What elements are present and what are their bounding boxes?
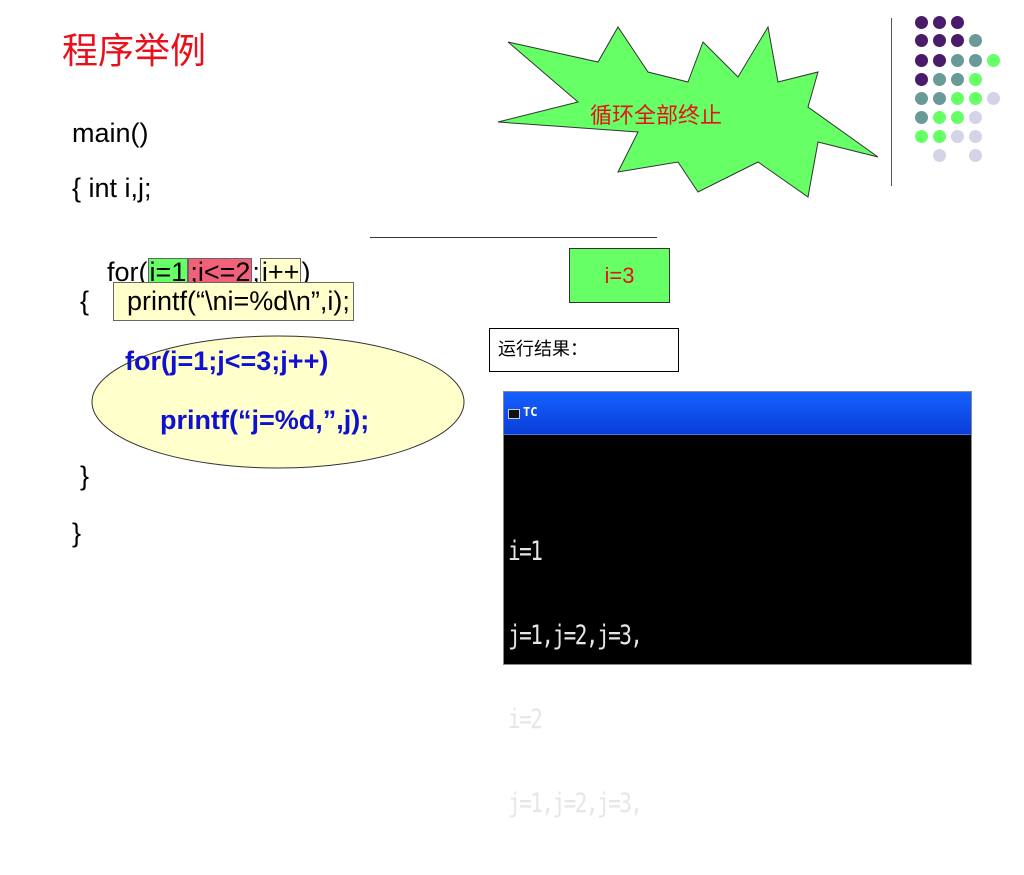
code-line-main: main()	[72, 118, 149, 148]
console-line: i=1	[508, 536, 543, 567]
result-label: 运行结果：	[489, 328, 679, 372]
console-title-bar[interactable]: TC	[504, 392, 971, 435]
console-output: i=1 j=1,j=2,j=3, i=2 j=1,j=2,j=3,	[508, 482, 643, 874]
burst-callout	[497, 25, 879, 198]
for-open-paren: (	[138, 257, 148, 287]
code-inner-for: for(j=1;j<=3;j++)	[125, 346, 329, 376]
code-line-brace-open: {	[80, 286, 90, 316]
i-equals-3-box: i=3	[569, 248, 670, 303]
for-separator: ;	[252, 257, 260, 287]
inner-loop-ellipse	[91, 335, 465, 469]
console-line: i=2	[508, 704, 543, 735]
burst-text: 循环全部终止	[590, 104, 723, 129]
console-line: j=1,j=2,j=3,	[508, 788, 643, 819]
code-inner-printf: printf(“j=%d,”,j);	[160, 405, 370, 435]
divider-line	[891, 18, 892, 186]
console-line: j=1,j=2,j=3,	[508, 620, 643, 651]
console-title: TC	[523, 405, 538, 419]
code-line-outer-for: for(i=1;i<=2;i++)	[92, 231, 310, 287]
code-printf-outer: printf(“\ni=%d\n”,i);	[113, 282, 354, 321]
for-close-paren: )	[301, 257, 311, 287]
slide-title: 程序举例	[62, 31, 207, 72]
console-window: TC i=1 j=1,j=2,j=3, i=2 j=1,j=2,j=3,	[503, 391, 972, 818]
for-keyword: for	[107, 257, 139, 287]
console-app-icon	[508, 409, 520, 419]
code-inner-brace-close: }	[80, 461, 90, 491]
connector-line	[370, 237, 657, 238]
code-outer-brace-close: }	[72, 518, 82, 548]
code-line-declare: { int i,j;	[72, 173, 152, 203]
